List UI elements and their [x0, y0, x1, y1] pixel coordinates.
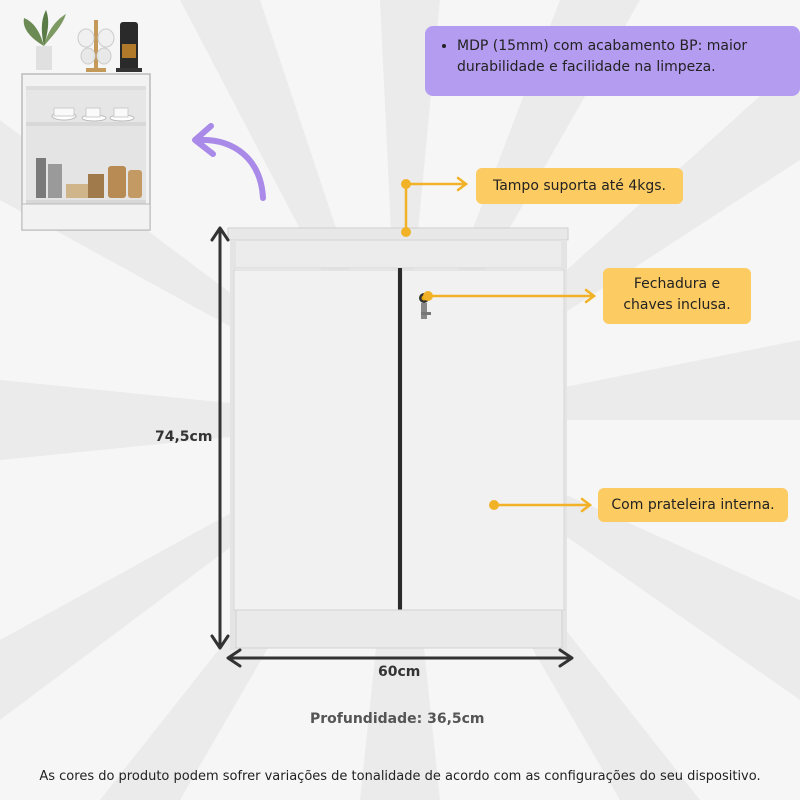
- material-callout: MDP (15mm) com acabamento BP: maior dura…: [425, 26, 800, 96]
- shelf-callout: Com prateleira interna.: [598, 488, 788, 522]
- top-load-callout: Tampo suporta até 4kgs.: [476, 168, 683, 204]
- lock-callout: Fechadura e chaves inclusa.: [603, 268, 751, 324]
- pointer-dot: [401, 179, 411, 189]
- plant-icon: [23, 10, 66, 70]
- curved-arrow-icon: [192, 123, 266, 201]
- top-load-text: Tampo suporta até 4kgs.: [492, 178, 667, 194]
- mug-tree-icon: [77, 20, 115, 72]
- pointer-dot: [423, 291, 433, 301]
- inset-open-cabinet: [21, 10, 151, 231]
- shelf-text: Com prateleira interna.: [611, 497, 775, 513]
- width-label: 60cm: [378, 664, 421, 680]
- depth-label: Profundidade: 36,5cm: [310, 711, 485, 727]
- pointer-dot: [401, 227, 411, 237]
- lock-text-line1: Fechadura e: [633, 276, 721, 292]
- material-text: MDP (15mm) com acabamento BP: maior dura…: [457, 36, 786, 78]
- coffee-machine-icon: [116, 22, 142, 72]
- pointer-dot: [489, 500, 499, 510]
- color-disclaimer: As cores do produto podem sofrer variaçõ…: [39, 769, 761, 784]
- height-label: 74,5cm: [155, 429, 213, 445]
- lock-text-line2: chaves inclusa.: [623, 297, 731, 313]
